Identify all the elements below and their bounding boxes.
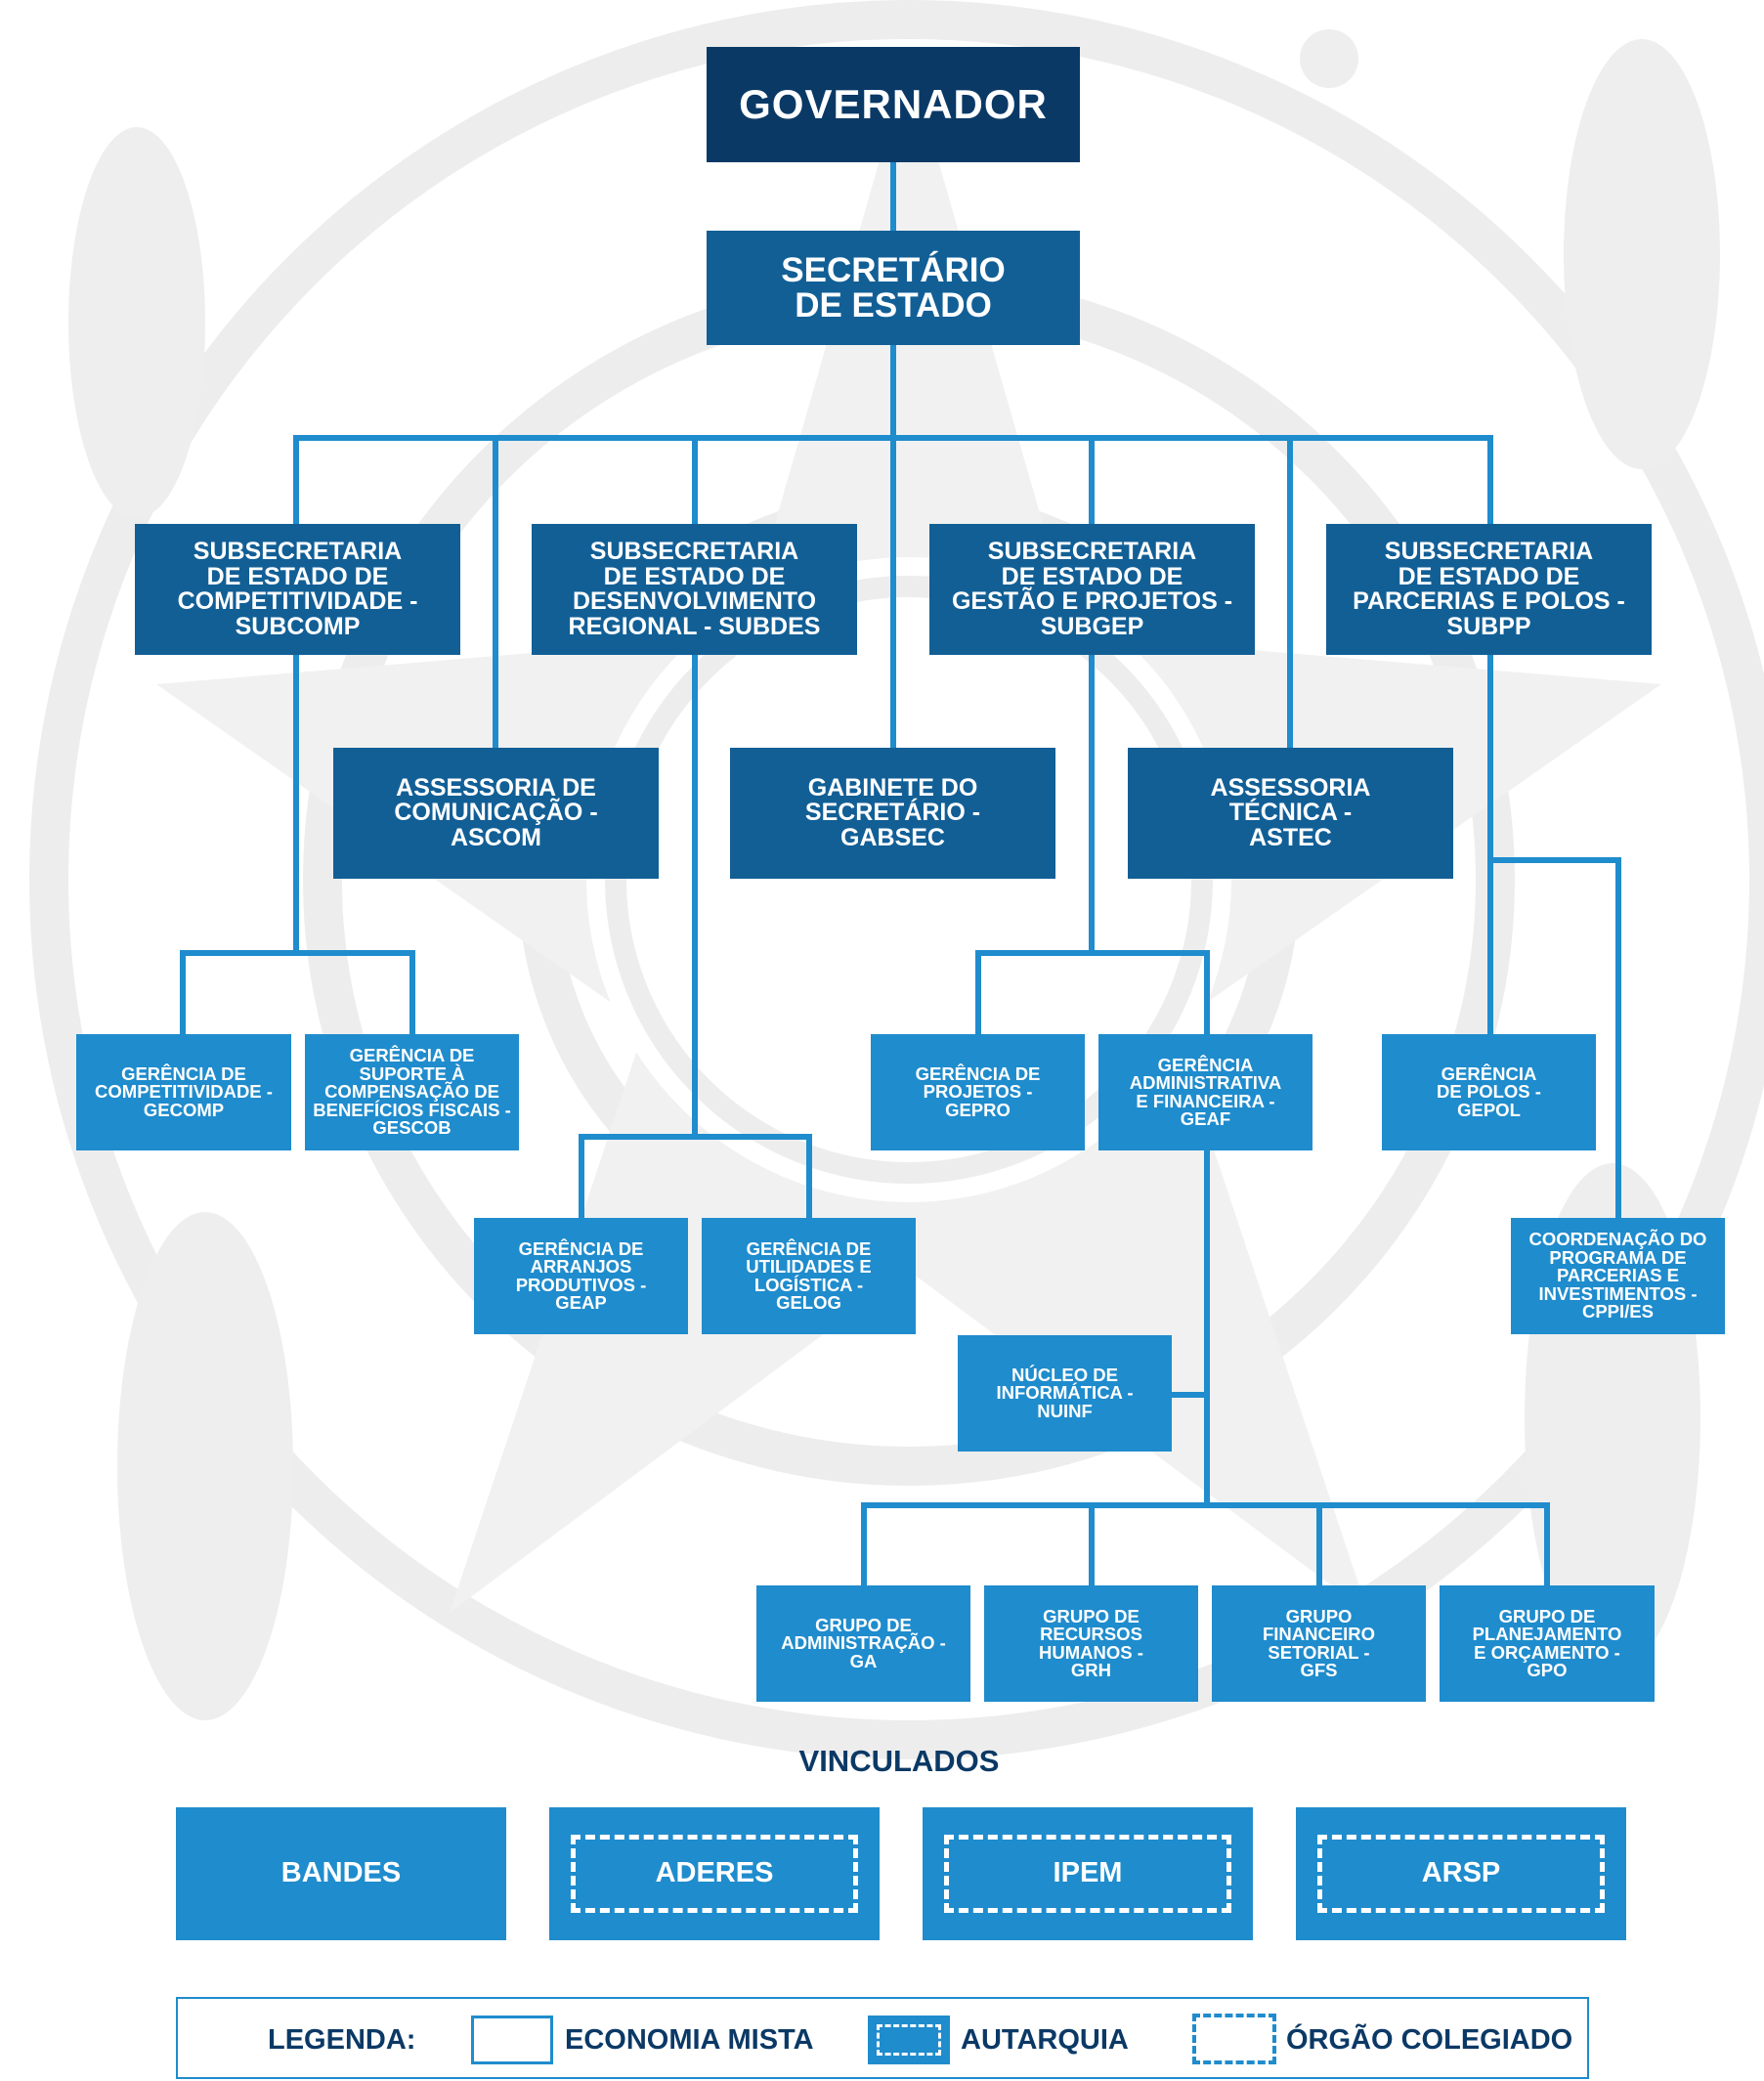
node-gfs: GRUPO FINANCEIRO SETORIAL - GFS [1212,1585,1426,1702]
node-cppi: COORDENAÇÃO DO PROGRAMA DE PARCERIAS E I… [1511,1218,1725,1334]
node-label: GABINETE DO SECRETÁRIO - GABSEC [804,773,981,851]
node-label: GRUPO DE ADMINISTRAÇÃO - GA [781,1614,946,1671]
node-label: GERÊNCIA DE ARRANJOS PRODUTIVOS - GEAP [515,1237,647,1313]
node-label: ASSESSORIA DE COMUNICAÇÃO - ASCOM [394,773,598,851]
vinculado-ipem: IPEM [923,1807,1253,1940]
vinculado-label: ADERES [655,1857,774,1889]
node-subgep: SUBSECRETARIA DE ESTADO DE GESTÃO E PROJ… [929,524,1255,655]
node-gabsec: GABINETE DO SECRETÁRIO - GABSEC [730,748,1055,879]
node-label: SUBSECRETARIA DE ESTADO DE GESTÃO E PROJ… [951,538,1233,640]
legend: LEGENDA: ECONOMIA MISTA AUTARQUIA ÓRGÃO … [176,1997,1589,2079]
vinculado-aderes: ADERES [549,1807,880,1940]
node-subdes: SUBSECRETARIA DE ESTADO DE DESENVOLVIMEN… [532,524,857,655]
node-label: GERÊNCIA DE COMPETITIVIDADE - GECOMP [95,1062,273,1120]
node-nuinf: NÚCLEO DE INFORMÁTICA - NUINF [958,1335,1172,1452]
dashed-border [1317,1835,1605,1913]
node-label: SUBSECRETARIA DE ESTADO DE PARCERIAS E P… [1353,538,1625,640]
vinculado-label: ARSP [1421,1857,1501,1889]
vinculado-label: BANDES [280,1857,402,1889]
node-label: GRUPO DE PLANEJAMENTO E ORÇAMENTO - GPO [1472,1605,1622,1680]
legend-swatch-autarquia [868,2016,950,2064]
node-gepro: GERÊNCIA DE PROJETOS - GEPRO [871,1034,1085,1150]
legend-autarquia: AUTARQUIA [961,2024,1129,2056]
legend-economia-mista: ECONOMIA MISTA [565,2024,814,2056]
node-label: GERÊNCIA DE UTILIDADES E LOGÍSTICA - GEL… [746,1237,872,1313]
node-geap: GERÊNCIA DE ARRANJOS PRODUTIVOS - GEAP [474,1218,688,1334]
legend-swatch-orgao-colegiado [1192,2014,1276,2064]
legend-orgao-colegiado: ÓRGÃO COLEGIADO [1286,2024,1573,2056]
node-ascom: ASSESSORIA DE COMUNICAÇÃO - ASCOM [333,748,659,879]
node-label: GERÊNCIA ADMINISTRATIVA E FINANCEIRA - G… [1129,1054,1282,1129]
node-label: GRUPO DE RECURSOS HUMANOS - GRH [1039,1605,1143,1680]
node-label: NÚCLEO DE INFORMÁTICA - NUINF [996,1364,1134,1421]
node-label: GOVERNADOR [739,80,1048,127]
node-label: SECRETÁRIO DE ESTADO [781,250,1006,325]
node-label: SUBSECRETARIA DE ESTADO DE DESENVOLVIMEN… [568,538,821,640]
node-gescob: GERÊNCIA DE SUPORTE À COMPENSAÇÃO DE BEN… [305,1034,519,1150]
node-label: SUBSECRETARIA DE ESTADO DE COMPETITIVIDA… [177,538,418,640]
node-label: GRUPO FINANCEIRO SETORIAL - GFS [1262,1605,1376,1680]
vinculado-bandes: BANDES [176,1807,506,1940]
node-grh: GRUPO DE RECURSOS HUMANOS - GRH [984,1585,1198,1702]
node-subcomp: SUBSECRETARIA DE ESTADO DE COMPETITIVIDA… [135,524,460,655]
vinculado-arsp: ARSP [1296,1807,1626,1940]
dashed-border [944,1835,1231,1913]
node-label: COORDENAÇÃO DO PROGRAMA DE PARCERIAS E I… [1528,1229,1707,1322]
node-geaf: GERÊNCIA ADMINISTRATIVA E FINANCEIRA - G… [1098,1034,1312,1150]
node-gecomp: GERÊNCIA DE COMPETITIVIDADE - GECOMP [76,1034,291,1150]
legend-title: LEGENDA: [268,2024,416,2056]
node-astec: ASSESSORIA TÉCNICA - ASTEC [1128,748,1453,879]
vinculado-label: IPEM [1053,1857,1123,1889]
legend-swatch-economia-mista [471,2016,553,2064]
node-gepol: GERÊNCIA DE POLOS - GEPOL [1382,1034,1596,1150]
node-label: ASSESSORIA TÉCNICA - ASTEC [1210,773,1371,851]
dashed-border [571,1835,858,1913]
node-ga: GRUPO DE ADMINISTRAÇÃO - GA [756,1585,970,1702]
node-governador: GOVERNADOR [707,47,1080,162]
node-subpp: SUBSECRETARIA DE ESTADO DE PARCERIAS E P… [1326,524,1652,655]
node-label: GERÊNCIA DE POLOS - GEPOL [1437,1062,1541,1120]
node-gpo: GRUPO DE PLANEJAMENTO E ORÇAMENTO - GPO [1440,1585,1655,1702]
node-label: GERÊNCIA DE PROJETOS - GEPRO [915,1062,1041,1120]
node-label: GERÊNCIA DE SUPORTE À COMPENSAÇÃO DE BEN… [313,1045,511,1139]
vinculados-title: VINCULADOS [798,1744,1000,1778]
node-secretario: SECRETÁRIO DE ESTADO [707,231,1080,345]
node-gelog: GERÊNCIA DE UTILIDADES E LOGÍSTICA - GEL… [702,1218,916,1334]
